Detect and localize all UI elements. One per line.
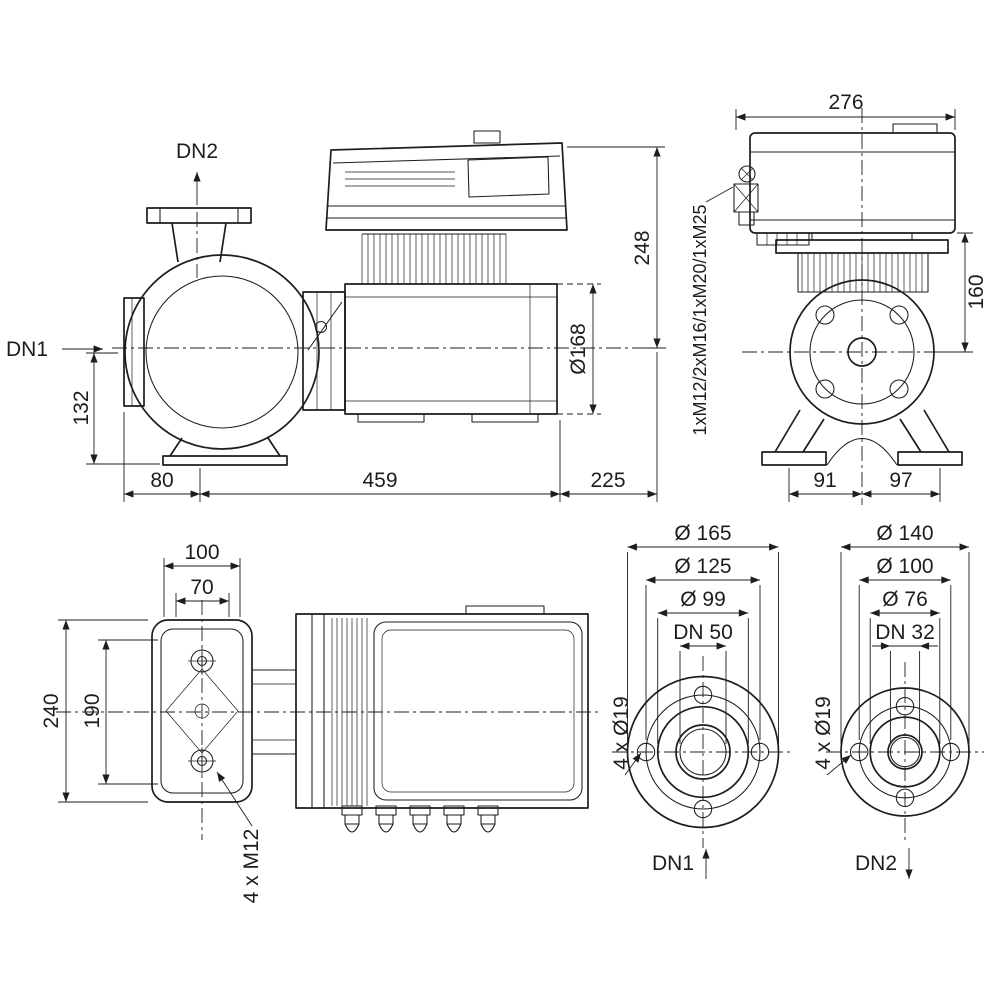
bolt-hole (636, 742, 656, 762)
dim-240-label: 240 (40, 693, 63, 728)
dim-160: 160 (936, 232, 988, 353)
dim-132-label: 132 (70, 390, 93, 425)
motor-cooling-fins (361, 234, 507, 284)
dim-70: 70 (175, 576, 230, 617)
outlet-annotation: DN2 (176, 140, 218, 205)
dim-248: 248 (567, 146, 665, 349)
front-motor (775, 233, 949, 293)
dim-91-97: 91 97 (788, 468, 941, 502)
flange2-dim-bolt-circle: Ø 100 (858, 555, 952, 740)
cable-gland-connector (733, 165, 759, 226)
front-electronics-module (749, 123, 956, 246)
dim-248-label: 248 (631, 230, 654, 265)
flange-bolts-annotation: 4 x M12 (216, 771, 263, 904)
dim-190-label: 190 (81, 693, 104, 728)
flange2-holes-leader (826, 754, 852, 776)
flange1-dim-nominal: DN 50 (673, 621, 733, 744)
flange1-port-annotation: DN1 (652, 849, 710, 879)
pump-volute (123, 207, 320, 466)
front-view: 276 160 91 97 1xM12/2xM16/1xM20/1xM25 (690, 91, 988, 505)
flange2-port-label: DN2 (855, 852, 897, 875)
top-motor-fins (331, 618, 368, 806)
dim-276-label: 276 (828, 91, 863, 114)
flange1-circles (626, 675, 780, 829)
flange-dn2-view: Ø 140 Ø 100 Ø 76 DN 32 4 x Ø19 DN2 (812, 522, 984, 879)
flange2-face-label: Ø 76 (882, 588, 928, 611)
pump-flange-front (789, 279, 935, 425)
cable-glands-top (341, 805, 499, 833)
dim-91-label: 91 (813, 469, 836, 492)
bolt-hole (941, 742, 961, 762)
flange2-holes-label: 4 x Ø19 (812, 696, 835, 770)
dim-100: 100 (163, 541, 241, 617)
dim-225-label: 225 (590, 469, 625, 492)
dim-160-label: 160 (965, 274, 988, 309)
bolt-hole (815, 305, 835, 325)
flange1-holes-label: 4 x Ø19 (610, 696, 633, 770)
display-window (467, 156, 550, 198)
bolt-hole (895, 788, 915, 808)
module-top-connector (473, 130, 501, 144)
flange1-nominal-label: DN 50 (673, 621, 733, 644)
flange2-dim-face: Ø 76 (869, 588, 941, 744)
flange1-dim-bolt-circle: Ø 125 (645, 555, 761, 740)
flange-bolts-leader (216, 771, 253, 827)
front-motor-fins (801, 253, 923, 292)
flange1-holes-annotation: 4 x Ø19 (610, 696, 642, 776)
drive-unit-top (295, 605, 589, 809)
flange1-outer-label: Ø 165 (674, 522, 731, 545)
cable-glands-leader (705, 186, 734, 203)
bolt-hole (750, 742, 770, 762)
bolt-hole (815, 379, 835, 399)
inlet-annotation: DN1 (6, 338, 104, 361)
cable-glands-label: 1xM12/2xM16/1xM20/1xM25 (690, 204, 710, 435)
dim-97-label: 97 (889, 469, 912, 492)
cable-glands-annotation: 1xM12/2xM16/1xM20/1xM25 (690, 186, 734, 436)
outlet-port-label: DN2 (176, 140, 218, 163)
pump-feet-front (761, 409, 963, 466)
flange2-port-annotation: DN2 (855, 848, 913, 879)
inlet-port-label: DN1 (6, 338, 48, 361)
flange2-outer-label: Ø 140 (876, 522, 933, 545)
dim-459-label: 459 (362, 469, 397, 492)
dim-100-label: 100 (184, 541, 219, 564)
dim-motor-diameter: Ø168 (557, 283, 601, 415)
bolt-hole (895, 696, 915, 716)
bolt-hole (889, 305, 909, 325)
dim-132: 132 (70, 352, 160, 465)
flange1-bolt-circle-label: Ø 125 (674, 555, 731, 578)
flange1-dim-outer: Ø 165 (627, 522, 779, 744)
bolt-hole (693, 799, 713, 819)
dim-70-label: 70 (190, 576, 213, 599)
dim-240: 240 (40, 619, 148, 803)
flange1-dim-face: Ø 99 (657, 588, 749, 744)
motor (344, 233, 558, 423)
dim-80-label: 80 (150, 469, 173, 492)
bolt-hole (849, 742, 869, 762)
flange2-bolt-circle-label: Ø 100 (876, 555, 933, 578)
bolt-hole (693, 685, 713, 705)
flange-bolts-label: 4 x M12 (240, 829, 263, 904)
dim-168-label: Ø168 (567, 323, 590, 374)
top-view: 100 70 240 190 4 x M12 (40, 541, 600, 903)
flange2-dim-nominal: DN 32 (872, 621, 938, 744)
flange2-circles (840, 687, 970, 817)
bolt-hole (889, 379, 909, 399)
flange2-nominal-label: DN 32 (875, 621, 935, 644)
flange-dn1-view: Ø 165 Ø 125 Ø 99 DN 50 4 x Ø19 DN1 (610, 522, 794, 879)
flange1-face-label: Ø 99 (680, 588, 726, 611)
flange1-holes-leader (624, 752, 642, 776)
flange2-dim-outer: Ø 140 (840, 522, 970, 744)
electronics-module (325, 130, 568, 231)
dim-80-459-225: 80 459 225 (123, 352, 658, 502)
flange2-holes-annotation: 4 x Ø19 (812, 696, 852, 776)
side-view: DN2 DN1 132 80 459 225 248 (6, 130, 666, 502)
dim-190: 190 (81, 639, 158, 785)
flange1-port-label: DN1 (652, 852, 694, 875)
dim-276: 276 (735, 91, 956, 130)
